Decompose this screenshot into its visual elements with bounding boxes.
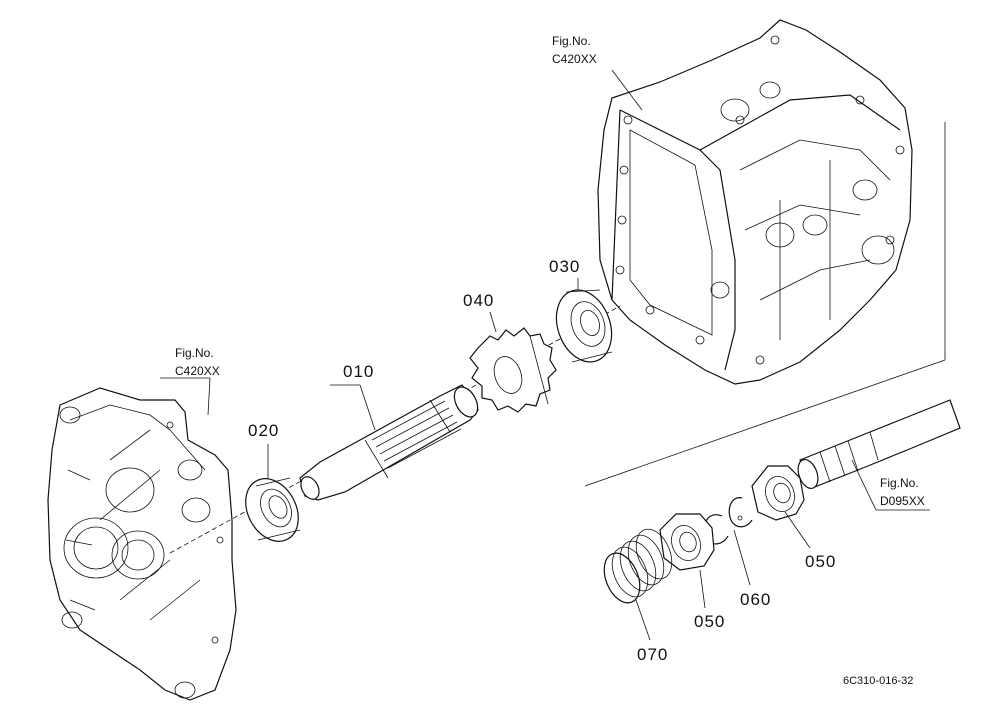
front-cover-housing: [47, 387, 237, 701]
fig-code-label: C420XX: [175, 364, 220, 378]
fig-no-label: Fig.No.: [880, 476, 919, 490]
leader-lines: [160, 69, 930, 641]
part-number-030: 030: [549, 257, 580, 276]
coupling-050-lower: [659, 513, 715, 571]
part-number-010: 010: [343, 362, 374, 381]
reference-label-top: Fig.No. C420XX: [552, 34, 597, 66]
part-number-040: 040: [463, 291, 494, 310]
bearing-030: [555, 289, 613, 363]
part-number-050-right: 050: [805, 552, 836, 571]
spring-070: [603, 528, 673, 604]
main-shaft-010: [299, 384, 479, 501]
part-number-050-lower: 050: [694, 612, 725, 631]
reference-label-left: Fig.No. C420XX: [175, 346, 220, 378]
axis-line: [584, 359, 946, 487]
gear-040: [469, 327, 557, 413]
part-number-020: 020: [248, 421, 279, 440]
fig-code-label: D095XX: [880, 494, 925, 508]
fig-code-label: C420XX: [552, 52, 597, 66]
diagram-code: 6C310-016-32: [843, 675, 913, 687]
reference-label-shaft: Fig.No. D095XX: [880, 476, 925, 508]
transmission-housing: [597, 19, 913, 385]
fig-no-label: Fig.No.: [552, 34, 591, 48]
part-number-070: 070: [637, 645, 668, 664]
bearing-020: [245, 477, 301, 542]
part-number-060: 060: [740, 590, 771, 609]
output-shaft: [797, 399, 961, 490]
fig-no-label: Fig.No.: [175, 346, 214, 360]
coupling-050-right: [751, 465, 805, 521]
